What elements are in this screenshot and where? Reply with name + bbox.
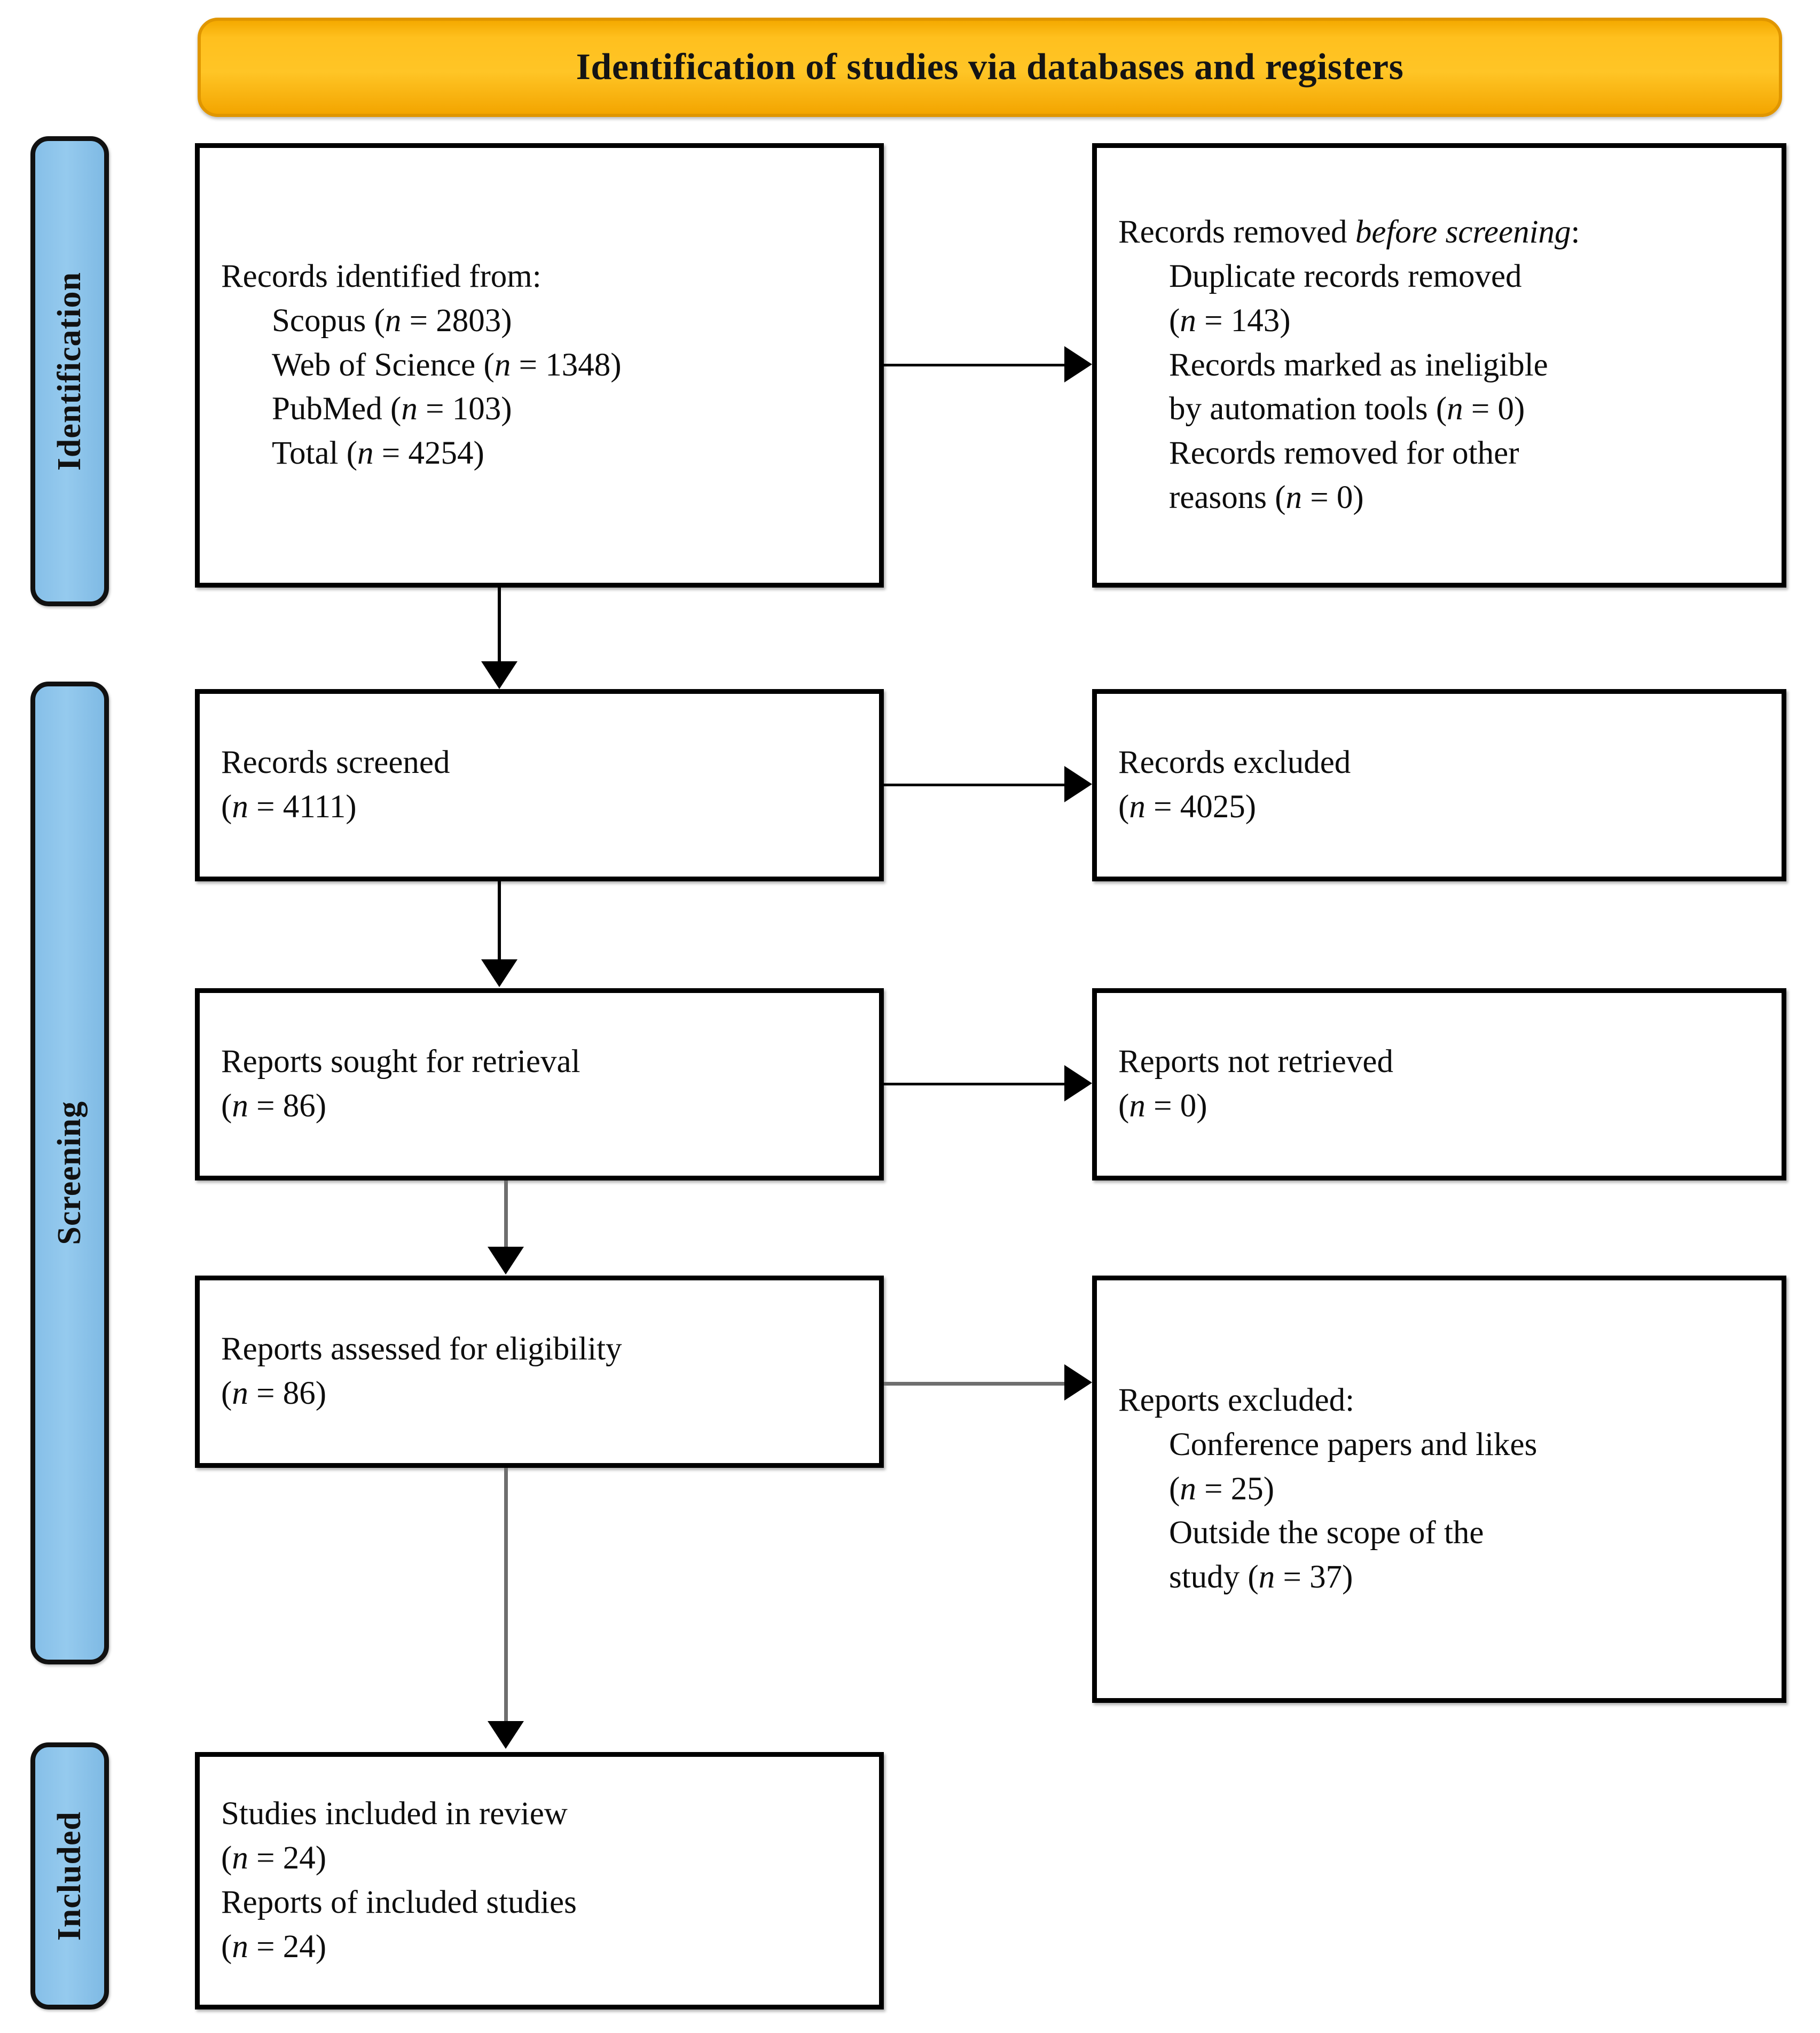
box-records-screened: Records screened (n = 4111) — [195, 689, 884, 881]
stage-label-included: Included — [30, 1742, 109, 2009]
studies-included-count: (n = 24) — [221, 1840, 327, 1876]
records-screened-count: (n = 4111) — [221, 789, 357, 825]
connector-screened-to-excluded-arrow-icon — [1064, 766, 1092, 802]
connector-assessed-to-included-line — [504, 1468, 508, 1723]
box-records-removed-before-screening: Records removed before screening: Duplic… — [1092, 143, 1786, 588]
reports-sought-label: Reports sought for retrieval — [221, 1044, 580, 1080]
records-removed-item-ineligible-n: by automation tools (n = 0) — [1169, 391, 1525, 427]
connector-identified-to-removed-arrow-icon — [1064, 346, 1092, 382]
records-removed-item-other-n: reasons (n = 0) — [1169, 480, 1364, 516]
connector-assessed-to-reportsexcluded-arrow-icon — [1064, 1364, 1092, 1401]
connector-screened-to-sought-line — [498, 881, 501, 960]
stage-label-identification-text: Identification — [51, 271, 88, 471]
box-reports-excluded: Reports excluded: Conference papers and … — [1092, 1276, 1786, 1703]
connector-identified-to-removed-line — [884, 364, 1064, 366]
records-removed-heading-tail: : — [1571, 214, 1580, 250]
records-identified-heading: Records identified from: — [221, 258, 542, 294]
connector-sought-to-assessed-line — [504, 1180, 508, 1256]
connector-sought-to-assessed-arrow-icon — [488, 1247, 524, 1274]
records-removed-heading-plain: Records removed — [1118, 214, 1355, 250]
records-screened-label: Records screened — [221, 745, 450, 781]
connector-sought-to-notretrieved-arrow-icon — [1064, 1065, 1092, 1101]
page-title: Identification of studies via databases … — [576, 46, 1404, 88]
reports-assessed-label: Reports assessed for eligibility — [221, 1331, 622, 1367]
reports-excluded-heading: Reports excluded: — [1118, 1382, 1355, 1418]
box-reports-assessed-for-eligibility: Reports assessed for eligibility (n = 86… — [195, 1276, 884, 1468]
reports-excluded-item-scope: Outside the scope of the — [1169, 1515, 1484, 1551]
records-removed-item-ineligible: Records marked as ineligible — [1169, 347, 1548, 383]
stage-label-identification: Identification — [30, 136, 109, 606]
records-excluded-count: (n = 4025) — [1118, 789, 1257, 825]
connector-sought-to-notretrieved-line — [884, 1083, 1064, 1085]
records-excluded-label: Records excluded — [1118, 745, 1351, 781]
reports-not-retrieved-count: (n = 0) — [1118, 1088, 1207, 1124]
stage-label-included-text: Included — [51, 1811, 88, 1941]
records-identified-item-total: Total (n = 4254) — [272, 435, 484, 472]
records-removed-item-other: Records removed for other — [1169, 435, 1519, 472]
connector-identified-to-screened-line — [498, 588, 501, 669]
reports-sought-count: (n = 86) — [221, 1088, 327, 1124]
connector-screened-to-excluded-line — [884, 784, 1064, 786]
records-removed-heading: Records removed before screening: — [1118, 210, 1760, 255]
stage-label-screening: Screening — [30, 682, 109, 1664]
records-removed-item-duplicates: Duplicate records removed — [1169, 258, 1522, 294]
diagram-header-banner: Identification of studies via databases … — [198, 18, 1782, 117]
records-removed-heading-italic: before screening — [1355, 214, 1571, 250]
reports-of-included-studies-count: (n = 24) — [221, 1928, 327, 1965]
reports-not-retrieved-label: Reports not retrieved — [1118, 1044, 1393, 1080]
box-records-identified: Records identified from: Scopus (n = 280… — [195, 143, 884, 588]
connector-assessed-to-reportsexcluded-line — [884, 1382, 1065, 1386]
reports-assessed-count: (n = 86) — [221, 1375, 327, 1411]
box-reports-not-retrieved: Reports not retrieved (n = 0) — [1092, 988, 1786, 1180]
reports-of-included-studies-label: Reports of included studies — [221, 1885, 577, 1920]
reports-excluded-item-conference-n: (n = 25) — [1169, 1471, 1275, 1507]
connector-screened-to-sought-arrow-icon — [481, 959, 517, 987]
box-records-excluded: Records excluded (n = 4025) — [1092, 689, 1786, 881]
records-removed-item-duplicates-n: (n = 143) — [1169, 302, 1291, 339]
records-identified-item-pubmed: PubMed (n = 103) — [272, 391, 512, 427]
box-reports-sought-for-retrieval: Reports sought for retrieval (n = 86) — [195, 988, 884, 1180]
reports-excluded-item-scope-n: study (n = 37) — [1169, 1559, 1353, 1596]
records-identified-item-wos: Web of Science (n = 1348) — [272, 347, 622, 383]
stage-label-screening-text: Screening — [51, 1101, 88, 1245]
connector-identified-to-screened-arrow-icon — [481, 661, 517, 689]
reports-excluded-item-conference: Conference papers and likes — [1169, 1426, 1537, 1463]
records-identified-item-scopus: Scopus (n = 2803) — [272, 302, 512, 339]
studies-included-label: Studies included in review — [221, 1796, 568, 1832]
connector-assessed-to-included-arrow-icon — [488, 1721, 524, 1749]
box-studies-included: Studies included in review (n = 24) Repo… — [195, 1752, 884, 2009]
